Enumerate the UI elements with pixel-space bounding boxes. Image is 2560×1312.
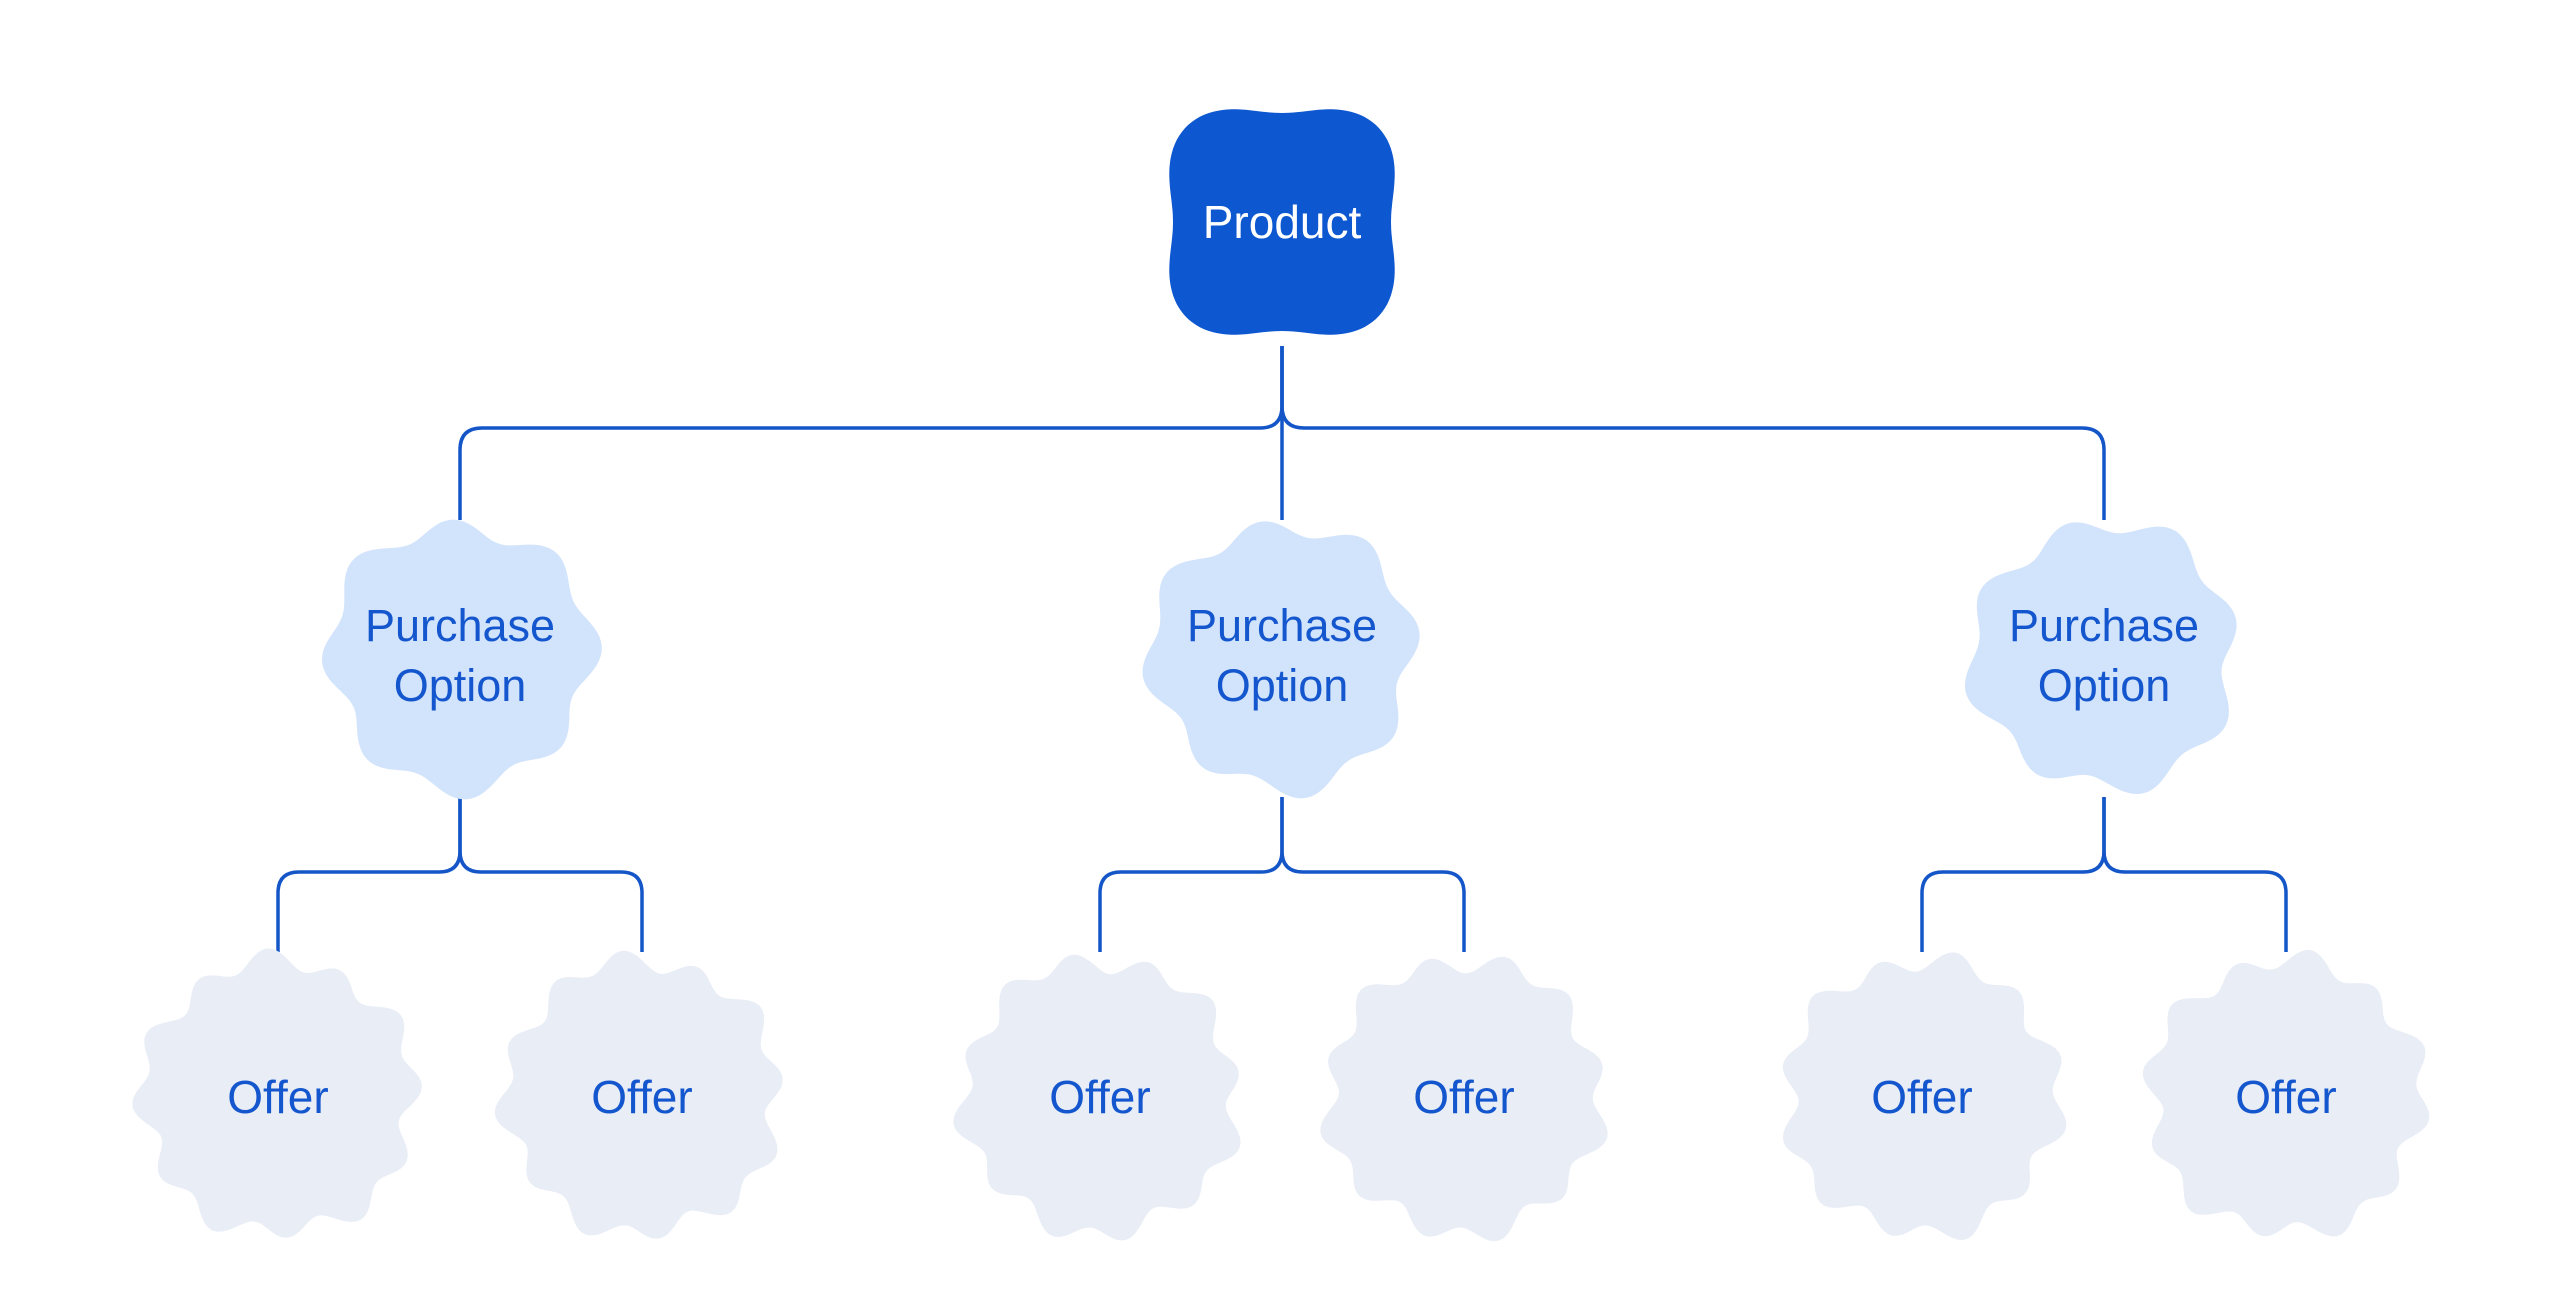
offer-node-3 [953,954,1241,1241]
purchase-option-node-2 [1142,521,1420,799]
connector-option-3-to-offer-right [2102,797,2288,952]
offer-node-6 [2142,949,2430,1237]
offer-node-5 [1782,952,2067,1240]
offer-node-1 [132,948,422,1238]
purchase-option-node-3 [1964,522,2237,794]
connector-option-2-to-offer-right [1280,797,1466,952]
product-node [1169,109,1395,335]
connector-option-1-to-offer-right [458,797,644,952]
connector-root-to-option-1 [458,346,1284,520]
connector-root-to-option-3 [1280,346,2106,520]
connector-option-3-to-offer-left [1920,797,2106,952]
offer-node-4 [1320,956,1608,1242]
connector-option-1-to-offer-left [276,797,462,952]
connector-option-2-to-offer-left [1098,797,1284,952]
offer-node-2 [494,950,783,1239]
purchase-option-node-1 [322,519,602,800]
